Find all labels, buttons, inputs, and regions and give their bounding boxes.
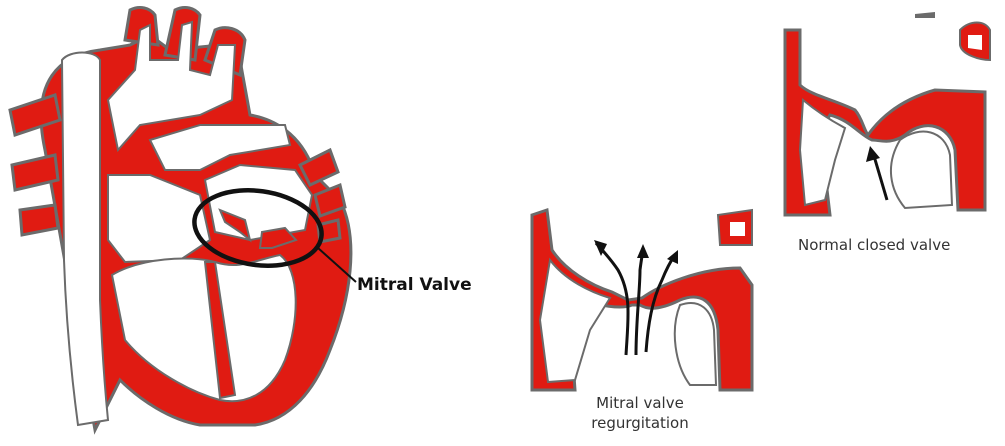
normal-closed-valve-label: Normal closed valve [798,236,950,254]
regurgitation-caption-line1: Mitral valve [540,393,740,413]
regurgitation-valve-illustration [532,210,752,390]
normal-valve-illustration [785,12,990,215]
arrow-up-right-icon [667,250,678,264]
regurgitation-caption: Mitral valve regurgitation [540,393,740,433]
regurgitation-caption-line2: regurgitation [540,413,740,433]
heart-illustration [10,8,356,430]
left-vessels [10,95,60,235]
heart-chambers [62,22,312,425]
mitral-valve-label: Mitral Valve [357,275,472,295]
arrow-up-icon [866,146,880,162]
arrow-up-icon [637,244,649,258]
